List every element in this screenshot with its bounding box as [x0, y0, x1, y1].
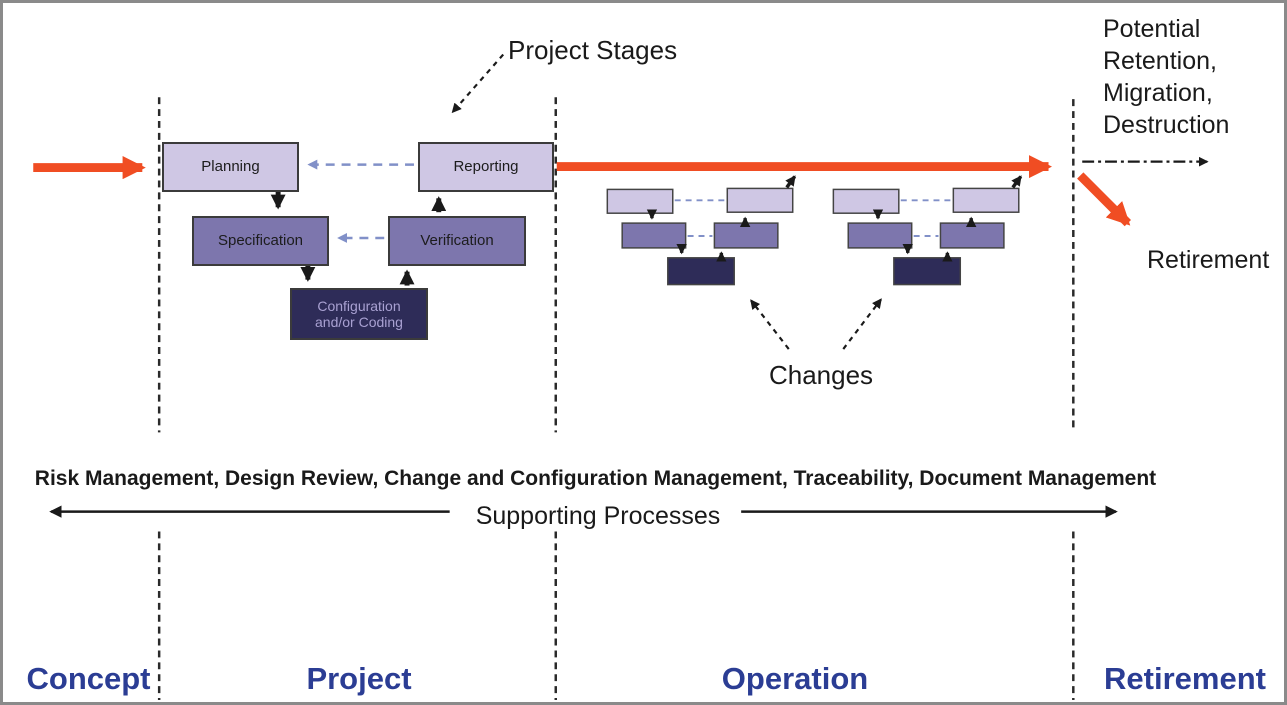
configuration-box: Configuration and/or Coding — [290, 288, 428, 340]
reporting-box: Reporting — [418, 142, 554, 192]
planning-box: Planning — [162, 142, 299, 192]
stage-label-concept: Concept — [26, 661, 151, 696]
stage-label-operation: Operation — [721, 661, 869, 696]
planning-label: Planning — [201, 158, 260, 176]
mini-arrow-to-timeline — [1011, 175, 1023, 189]
stage-label-retirement: Retirement — [1104, 661, 1266, 696]
mini-configuration-box — [667, 257, 735, 286]
retirement-diagonal-arrow — [1077, 172, 1131, 227]
mini-verification-box — [713, 222, 779, 249]
project-stages-pointer-arrow — [451, 53, 505, 114]
supporting-processes-label: Supporting Processes — [475, 502, 721, 530]
mini-reporting-box — [726, 187, 794, 213]
mini-reporting-box — [952, 187, 1020, 213]
project-stages-label: Project Stages — [508, 35, 678, 65]
diagram-overlay-svg — [33, 53, 1209, 701]
mini-planning-box — [606, 188, 674, 214]
specification-box: Specification — [192, 216, 329, 266]
mini-arrow-to-timeline — [785, 175, 797, 189]
mini-planning-box — [832, 188, 900, 214]
mini-configuration-box — [893, 257, 962, 286]
changes-label: Changes — [768, 360, 874, 390]
verification-box: Verification — [388, 216, 526, 266]
potential-retention-text: Potential Retention, Migration, Destruct… — [1103, 15, 1230, 139]
mini-vmodel-1 — [606, 175, 797, 286]
supporting-items-text: Risk Management, Design Review, Change a… — [34, 467, 1157, 490]
changes-pointer-arrow-left — [750, 299, 790, 350]
retirement-side-label: Retirement — [1147, 246, 1270, 274]
verification-label: Verification — [420, 232, 494, 250]
mini-specification-box — [621, 222, 687, 249]
reporting-label: Reporting — [453, 158, 519, 176]
mini-verification-box — [939, 222, 1005, 249]
configuration-label: Configuration and/or Coding — [315, 297, 403, 330]
specification-label: Specification — [217, 232, 304, 250]
changes-pointer-arrow-right — [842, 298, 882, 350]
stage-label-project: Project — [306, 661, 412, 696]
mini-vmodel-2 — [832, 175, 1023, 286]
mini-specification-box — [847, 222, 913, 249]
